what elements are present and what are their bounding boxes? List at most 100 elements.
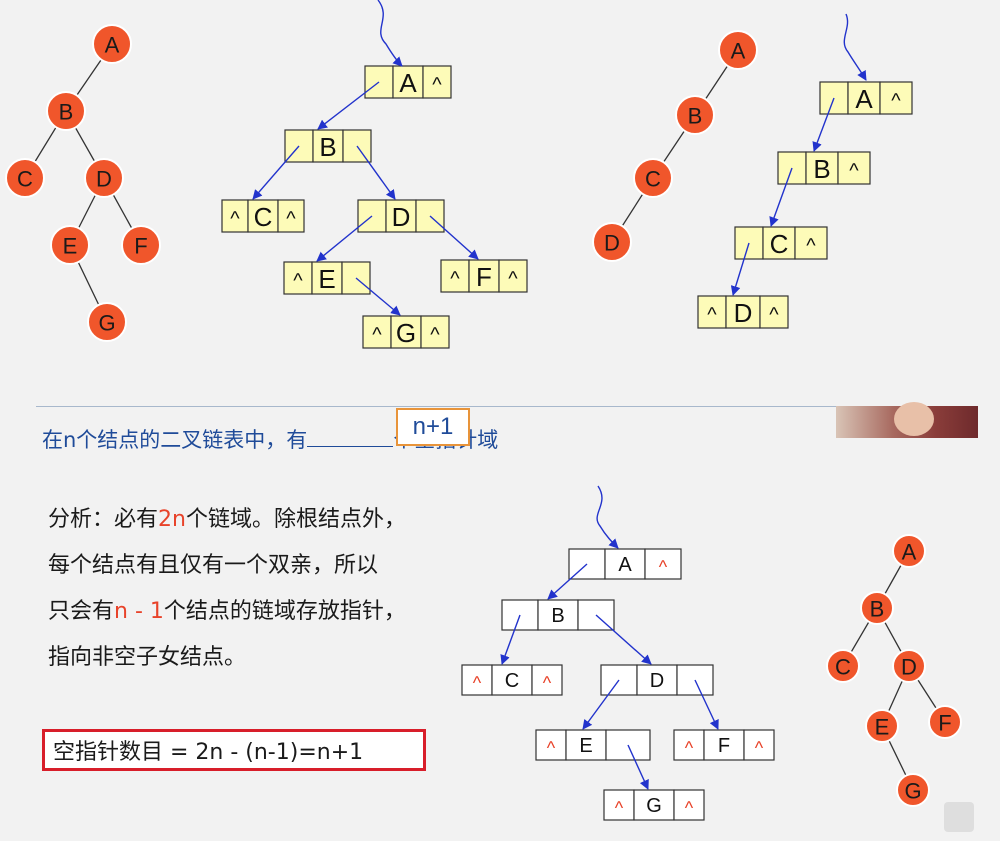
list-node-E: ^E	[535, 729, 651, 761]
list-cell-data	[468, 259, 500, 293]
pointer-arrow-B-C	[500, 614, 521, 665]
list-node-G: ^G^	[362, 315, 450, 349]
list-node-label: C	[254, 202, 273, 232]
tree-node-label: G	[904, 779, 921, 804]
tree-node-label: B	[870, 597, 885, 622]
tree-node-A: A	[892, 534, 926, 568]
analysis-line-2: 每个结点有且仅有一个双亲，所以	[48, 553, 379, 578]
tree-node-E: E	[50, 225, 90, 265]
tree-node-label: B	[688, 104, 703, 129]
list-cell-rchild	[743, 729, 775, 761]
list-cell-rchild	[759, 295, 789, 329]
tree-node-label: D	[96, 167, 112, 192]
list-cell-rchild	[277, 199, 305, 233]
list-cell-data	[392, 65, 424, 99]
list-node-label: D	[392, 202, 411, 232]
list-cell-data	[565, 729, 607, 761]
null-pointer-mark: ^	[707, 304, 717, 326]
null-pointer-mark: ^	[615, 798, 624, 818]
list-cell-lchild	[697, 295, 727, 329]
null-pointer-mark: ^	[543, 673, 552, 693]
tree-node-E: E	[865, 709, 899, 743]
list-node-label: E	[579, 735, 592, 757]
null-pointer-mark: ^	[473, 673, 482, 693]
list-node-label: A	[399, 68, 417, 98]
list-cell-rchild	[644, 548, 682, 580]
list-node-label: B	[813, 154, 830, 184]
tree-node-D: D	[84, 158, 124, 198]
tree-node-label: E	[63, 234, 78, 259]
presenter-face	[894, 402, 934, 436]
pointer-arrow-E-G	[627, 744, 649, 790]
list-node-label: A	[855, 84, 873, 114]
null-pointer-mark: ^	[286, 208, 296, 230]
list-cell-data	[725, 295, 761, 329]
list-cell-lchild	[673, 729, 705, 761]
list-node-C: ^C^	[221, 199, 305, 233]
tree-node-F: F	[121, 225, 161, 265]
list-node-label: B	[319, 132, 336, 162]
list-cell-data	[805, 151, 839, 185]
pointer-arrow-D-F	[694, 679, 719, 730]
null-pointer-mark: ^	[659, 557, 668, 577]
list-cell-rchild	[498, 259, 528, 293]
list-node-label: C	[505, 670, 519, 692]
null-pointer-mark: ^	[769, 304, 779, 326]
list-cell-lchild	[357, 199, 387, 233]
tree-node-label: C	[835, 655, 851, 680]
null-pointer-mark: ^	[293, 270, 303, 292]
entry-arrow-top-middle	[377, 0, 403, 67]
tree-node-B: B	[46, 91, 86, 131]
list-top-right: A^B^C^^D^	[697, 81, 913, 329]
list-node-C: ^ C ^	[461, 664, 563, 696]
tree-node-circle	[84, 158, 124, 198]
tree-node-label: A	[902, 540, 917, 565]
pointer-arrow-D-E	[316, 215, 373, 262]
list-node-F: ^F^	[673, 729, 775, 761]
list-node-E: ^E	[283, 261, 371, 295]
pointer-arrow-C-D	[730, 242, 750, 296]
tree-node-A: A	[92, 24, 132, 64]
list-bottom-middle: A^B^C^D^E^F^^G^	[461, 548, 775, 821]
null-pointer-mark: ^	[547, 738, 556, 758]
analysis-line1-a: 分析：必有	[48, 507, 159, 532]
list-cell-lchild	[819, 81, 849, 115]
tree-node-circle	[675, 95, 715, 135]
tree-node-label: D	[604, 231, 620, 256]
list-cell-rchild	[420, 315, 450, 349]
pointer-arrow-E-G	[355, 277, 401, 316]
list-top-middle: A^B^C^D^E^F^^G^	[221, 65, 528, 349]
list-cell-data	[847, 81, 881, 115]
tree-node-F: F	[928, 705, 962, 739]
tree-node-circle	[718, 30, 758, 70]
list-cell-data	[390, 315, 422, 349]
tree-node-label: C	[645, 167, 661, 192]
formula-box: 空指针数目 = 2n - (n-1)=n+1	[42, 729, 426, 771]
null-pointer-mark: ^	[685, 798, 694, 818]
pointer-arrow-B-D	[356, 145, 396, 200]
null-pointer-mark: ^	[891, 90, 901, 112]
presenter-video-thumbnail	[836, 402, 978, 438]
list-cell-data	[633, 789, 675, 821]
tree-node-circle	[121, 225, 161, 265]
tree-node-circle	[46, 91, 86, 131]
list-cell-lchild	[362, 315, 392, 349]
list-cell-rchild	[673, 789, 705, 821]
list-cell-lchild	[221, 199, 249, 233]
list-cell-rchild	[794, 226, 828, 260]
tree-node-D: D	[892, 649, 926, 683]
list-node-G: ^G^	[603, 789, 705, 821]
null-pointer-mark: ^	[685, 738, 694, 758]
section-divider	[36, 406, 836, 407]
tree-node-label: B	[59, 100, 74, 125]
tree-node-circle	[592, 222, 632, 262]
list-cell-rchild	[879, 81, 913, 115]
list-node-label: C	[770, 229, 789, 259]
tree-node-C: C	[5, 158, 45, 198]
pointer-arrow-A-B	[547, 563, 588, 600]
pointer-arrow-D-E	[582, 679, 620, 730]
video-control-icon[interactable]	[944, 802, 974, 832]
